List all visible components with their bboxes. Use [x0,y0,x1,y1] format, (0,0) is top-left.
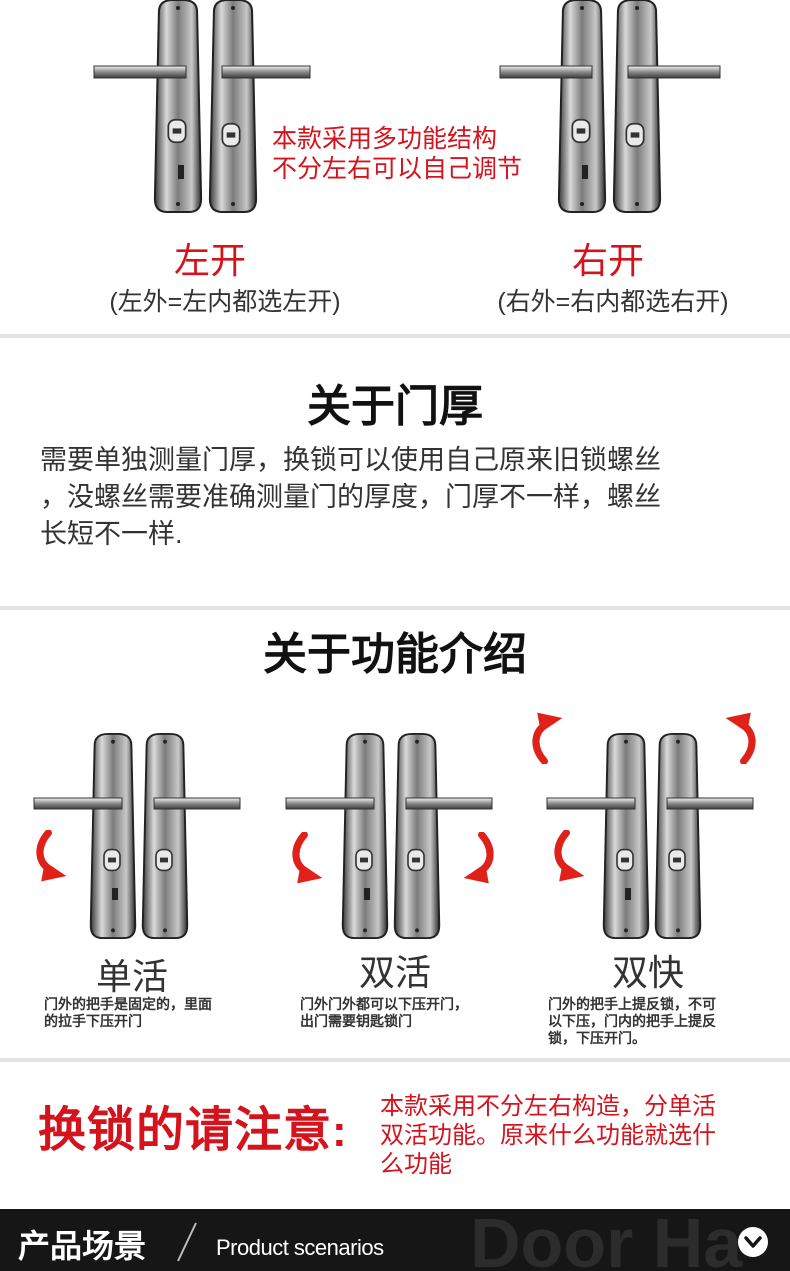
arrow-up-left-icon [530,708,566,764]
double-active-desc: 门外门外都可以下压开门， 出门需要钥匙锁门 [300,996,520,1030]
notice-line-2: 双活功能。原来什么功能就选什 [380,1122,716,1149]
note-line-2: 不分左右可以自己调节 [272,155,523,183]
single-active-desc-line-2: 的拉手下压开门 [44,1013,142,1029]
banner-title-cn: 产品场景 [18,1228,147,1264]
single-active-label: 单活 [95,956,168,997]
multi-function-note: 本款采用多功能结构 不分左右可以自己调节 [272,124,552,184]
right-open-lock-image [498,0,723,220]
banner-watermark: Door Ha [470,1209,743,1271]
arrow-up-right-icon [722,708,758,764]
door-thickness-title: 关于门厚 [307,382,483,431]
double-active-lock-image [282,730,497,945]
single-active-desc-line-1: 门外的把手是固定的，里面 [44,996,212,1012]
double-active-desc-line-2: 出门需要钥匙锁门 [300,1013,412,1029]
product-scenarios-banner: Door Ha 产品场景 Product scenarios [0,1209,790,1271]
function-intro-title: 关于功能介绍 [263,630,527,679]
divider-1 [0,334,790,338]
single-active-desc: 门外的把手是固定的，里面 的拉手下压开门 [44,996,264,1030]
double-active-label: 双活 [358,952,431,993]
double-fast-desc: 门外的把手上提反锁，不可 以下压，门内的把手上提反 锁，下压开门。 [548,996,768,1047]
arrow-down-icon [34,830,70,886]
door-thickness-line-1: 需要单独测量门厚，换锁可以使用自己原来旧锁螺丝 [40,445,661,475]
notice-text: 本款采用不分左右构造，分单活 双活功能。原来什么功能就选什 么功能 [380,1092,780,1179]
door-thickness-text: 需要单独测量门厚，换锁可以使用自己原来旧锁螺丝 ，没螺丝需要准确测量门的厚度，门… [40,442,770,553]
left-open-label: 左开 [173,240,246,281]
banner-title-en: Product scenarios [216,1235,384,1260]
notice-title-block: 换锁的请注意: [38,1090,378,1160]
divider-2 [0,606,790,610]
single-active-lock-image [30,730,245,945]
left-open-sub: (左外=左内都选左开) [109,288,341,316]
notice-line-3: 么功能 [380,1151,452,1178]
right-open-sub: (右外=右内都选右开) [497,288,729,316]
door-thickness-line-3: 长短不一样. [40,519,183,549]
left-open-lock-image [92,0,312,220]
notice-colon: : [332,1107,347,1156]
chevron-down-icon[interactable] [738,1227,768,1257]
double-fast-label: 双快 [611,952,684,993]
door-thickness-line-2: ，没螺丝需要准确测量门的厚度，门厚不一样，螺丝 [40,482,661,512]
right-open-label: 右开 [571,240,644,281]
double-fast-desc-line-2: 以下压，门内的把手上提反 [548,1013,716,1029]
note-line-1: 本款采用多功能结构 [272,125,498,153]
double-fast-desc-line-3: 锁，下压开门。 [548,1030,646,1046]
notice-title: 换锁的请注意 [38,1104,333,1157]
divider-3 [0,1058,790,1062]
notice-line-1: 本款采用不分左右构造，分单活 [380,1093,716,1120]
double-fast-desc-line-1: 门外的把手上提反锁，不可 [548,996,716,1012]
double-fast-lock-image [543,730,758,945]
arrow-down-right-icon [460,832,496,888]
arrow-down-left-icon [290,832,326,888]
double-active-desc-line-1: 门外门外都可以下压开门， [300,996,468,1012]
arrow-down-icon [552,830,588,886]
slash-divider-icon [177,1222,197,1262]
